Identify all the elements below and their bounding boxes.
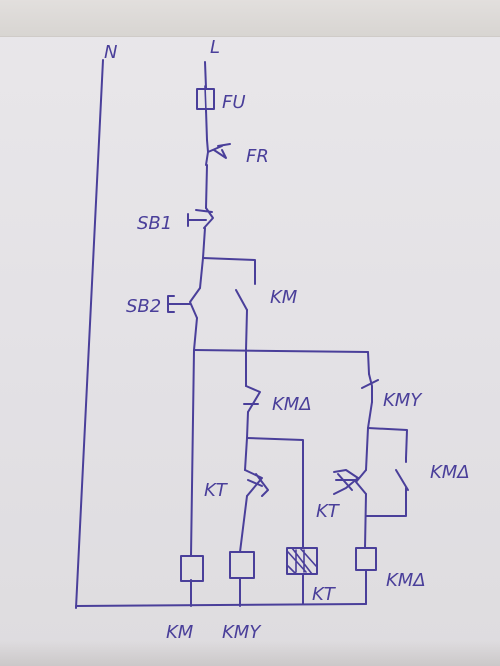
wire-main-bus [193, 349, 369, 353]
label-km-coil: KM [166, 622, 194, 643]
kt-no-contact [333, 469, 367, 495]
wire-kmd-hold-bottom [365, 487, 407, 517]
km-coil [180, 555, 204, 582]
wire-fuse-to-fr [205, 109, 208, 141]
wire-neutral [75, 59, 104, 609]
kt-coil [286, 547, 318, 575]
wire-km-down [245, 309, 248, 351]
label-fu: FU [222, 92, 246, 113]
km-holding-contact [235, 271, 256, 311]
wire-to-sb2 [199, 257, 204, 289]
wire-to-kt-no [365, 427, 369, 471]
wire-kt-nc-down [239, 495, 248, 553]
label-km-contact: KM [270, 287, 298, 308]
label-fr: FR [246, 146, 269, 167]
wire-kmd-contact-down [246, 411, 249, 439]
kmd-coil [355, 547, 377, 571]
label-kt-nc: KT [204, 480, 229, 501]
kt-nc-contact [244, 469, 269, 497]
label-sb1: SB1 [137, 213, 172, 234]
kmd-interlock-contact [243, 385, 261, 413]
wire-l-to-fuse [204, 61, 207, 89]
label-kmd-contact2: KMΔ [430, 462, 470, 483]
wire-fr-to-sb1 [205, 164, 208, 209]
sb1-contact [187, 207, 214, 229]
kt-coil-hatch [287, 547, 317, 575]
wire-bottom-return [75, 603, 367, 607]
fuse-element [204, 85, 207, 113]
wire-kt-branch [246, 437, 304, 549]
label-kmy-contact: KMY [383, 390, 423, 411]
wire-sb1-to-junction [202, 227, 206, 259]
sb2-contact [167, 287, 201, 319]
wire-sb2-km-top [202, 257, 256, 273]
label-kmd-coil: KMΔ [386, 570, 426, 591]
kmy-coil [229, 551, 255, 579]
wire-kmy-contact-down [367, 401, 373, 429]
wire-to-kt-nc [244, 437, 248, 471]
fr-contact [205, 139, 231, 166]
wire-kmd-hold-loop [367, 427, 408, 459]
paper-top-edge [0, 0, 500, 37]
label-n: N [104, 42, 117, 63]
wire-sb2-down [193, 317, 198, 351]
label-l: L [210, 37, 220, 58]
kmy-series-contact [361, 373, 379, 403]
label-kt-coil: KT [312, 584, 337, 605]
wire-kt-no-down [364, 493, 367, 549]
label-sb2: SB2 [126, 296, 161, 317]
paper-bottom-shadow [0, 640, 500, 666]
label-kt-no: KT [316, 501, 341, 522]
kmd-holding-contact [395, 457, 409, 491]
wire-to-kmy-contact [367, 351, 370, 375]
label-kmd-contact1: KMΔ [272, 394, 312, 415]
wire-km-coil-branch [190, 349, 195, 557]
label-kmy-coil: KMY [222, 622, 262, 643]
